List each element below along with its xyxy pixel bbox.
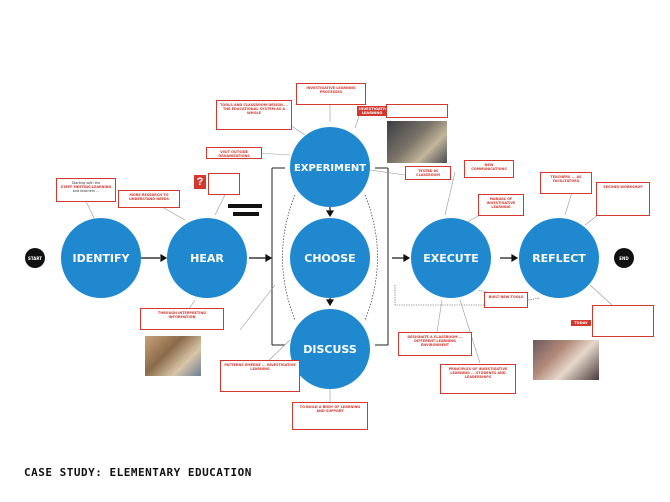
note-execute-toolkit: BUILT NEW TOOLS (484, 292, 528, 308)
node-choose (290, 218, 370, 298)
question-mark-icon: ? (194, 175, 206, 189)
note-hear-bottom: THROUGH INTERPRETING INFORMATION (140, 308, 224, 330)
node-discuss (290, 309, 370, 389)
note-experiment-top: INVESTIGATIVE LEARNING PROCESSES (296, 83, 366, 105)
node-experiment (290, 127, 370, 207)
end-terminal (614, 248, 634, 268)
loop-arc-left (282, 194, 296, 321)
feedback-loop (394, 285, 541, 306)
label-discuss: DISCUSS (303, 343, 357, 356)
note-experiment-right: TESTED IN CLASSROOM (405, 166, 451, 180)
note-hear-research: MORE RESEARCH TO UNDERSTAND NEEDS (118, 190, 180, 208)
note-execute-top: NEW COMMUNICATIONS (464, 160, 514, 178)
note-execute-bottom2: PRINCIPLES OF INVESTIGATIVE LEARNING ...… (440, 364, 516, 394)
note-reflect-bottom (592, 305, 654, 337)
label-execute: EXECUTE (423, 252, 479, 265)
note-hear-small (208, 173, 240, 195)
photo-children (145, 336, 201, 376)
photo-meeting (533, 340, 599, 380)
note-reflect-top1: TEACHERS ... AS FACILITATORS (540, 172, 592, 194)
label-end: END (619, 256, 629, 261)
caption: CASE STUDY: ELEMENTARY EDUCATION (24, 466, 252, 479)
hear-tag-2 (233, 212, 259, 216)
loop-arc-right (364, 194, 378, 321)
label-choose: CHOOSE (304, 252, 355, 265)
tag-investigative-learning: INVESTIGATIVE LEARNING (357, 106, 390, 116)
node-identify (61, 218, 141, 298)
label-start: START (28, 256, 42, 261)
label-identify: IDENTIFY (72, 252, 130, 265)
node-hear (167, 218, 247, 298)
note-experiment-left: TOOLS AND CLASSROOM DESIGN ... THE EDUCA… (216, 100, 292, 130)
center-bracket-right (375, 167, 389, 346)
label-hear: HEAR (190, 252, 224, 265)
note-discuss-bottom: TO BUILD A BODY OF LEARNING AND SUPPORT (292, 402, 368, 430)
node-reflect (519, 218, 599, 298)
note-identify: Starting with the STAFF MEETING LEARNING… (56, 178, 116, 202)
note-discuss-left: PATTERNS EMERGE ... INVESTIGATIVE LEARNI… (220, 360, 300, 392)
label-experiment: EXPERIMENT (294, 163, 366, 174)
note-experiment-right-top (386, 104, 448, 118)
note-execute-manual: MANUAL OF INVESTIGATIVE LEARNING (478, 194, 524, 216)
note-execute-bottom1: DESIGNATE A CLASSROOM ... DIFFERENT LEAR… (398, 332, 472, 356)
label-reflect: REFLECT (532, 252, 586, 265)
tag-today: TODAY (571, 320, 591, 326)
note-reflect-top2: SECOND WORKSHOP (596, 182, 650, 216)
note-experiment-left2: VISIT OUTSIDE ORGANIZATIONS (206, 147, 262, 159)
hear-tag (228, 204, 262, 208)
start-terminal (25, 248, 45, 268)
node-execute (411, 218, 491, 298)
photo-classroom (387, 121, 447, 163)
